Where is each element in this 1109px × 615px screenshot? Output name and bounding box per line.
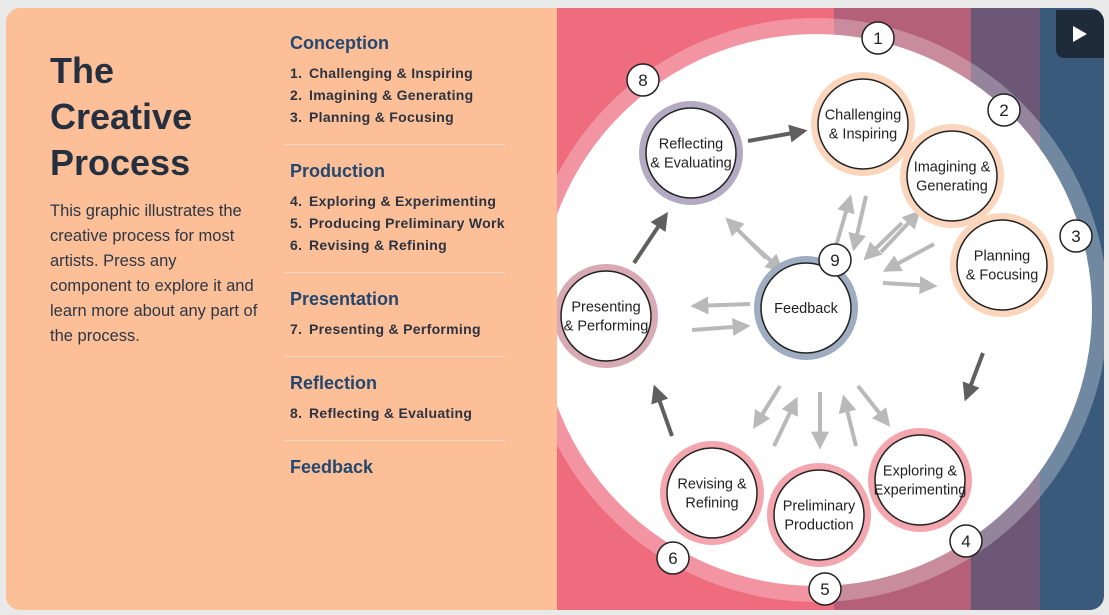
node-3[interactable]: Planning & Focusing [950,213,1054,317]
badge-number: 5 [820,580,829,599]
list-item[interactable]: 6.Revising & Refining [290,237,447,253]
feedback-arrow [690,296,751,315]
feedback-arrow [863,221,904,261]
node-label: & Inspiring [829,127,898,143]
node-8[interactable]: Reflecting & Evaluating [639,101,743,205]
node-7[interactable]: Presenting & Performing [557,264,658,368]
node-number-badge[interactable]: 2 [987,93,1021,127]
badge-number: 2 [999,101,1008,120]
section-heading[interactable]: Reflection [290,373,378,393]
process-arrow [962,352,985,402]
title-line: Process [50,142,191,183]
section-heading[interactable]: Production [290,161,385,181]
node-circle [906,130,998,222]
section-feedback: Feedback [284,456,506,502]
section-list: Conception 1.Challenging & Inspiring 2.I… [284,32,506,517]
list-item[interactable]: 2.Imagining & Generating [290,87,474,103]
feedback-arrow [834,194,855,247]
node-number-badge[interactable]: 5 [808,572,842,606]
node-number-badge[interactable]: 6 [656,541,690,575]
node-label: Presenting [571,300,640,316]
node-number-badge[interactable]: 1 [861,21,895,55]
badge-number: 1 [873,29,882,48]
node-label: Generating [916,179,988,195]
node-label: Reflecting [659,137,723,153]
section-presentation: Presentation 7.Presenting & Performing [284,288,506,357]
node-number-badge[interactable]: 8 [626,63,660,97]
feedback-arrow [882,242,935,272]
node-number-badge[interactable]: 4 [949,524,983,558]
list-item[interactable]: 4.Exploring & Experimenting [290,193,497,209]
node-label: Refining [685,496,738,512]
node-4[interactable]: Exploring & Experimenting [868,428,972,532]
feedback-arrow [879,210,921,254]
node-circle [560,270,652,362]
section-conception: Conception 1.Challenging & Inspiring 2.I… [284,32,506,145]
feedback-arrow [691,318,751,337]
node-1[interactable]: Challenging & Inspiring [811,72,915,176]
list-item[interactable]: 3.Planning & Focusing [290,109,454,125]
node-number-badge[interactable]: 3 [1059,219,1093,253]
list-item[interactable]: 5.Producing Preliminary Work [290,215,505,231]
node-circle [874,434,966,526]
node-label: & Performing [564,319,649,335]
feedback-arrow [882,276,938,295]
node-circle [956,219,1048,311]
node-9[interactable]: Feedback [754,256,858,360]
node-label: Production [784,518,853,534]
node-number-badge[interactable]: 9 [818,243,852,277]
section-production: Production 4.Exploring & Experimenting 5… [284,160,506,273]
section-heading[interactable]: Feedback [290,457,374,477]
process-arrow [747,124,808,143]
node-circle [760,262,852,354]
node-label: & Evaluating [650,156,731,172]
node-2[interactable]: Imagining & Generating [900,124,1004,228]
feedback-arrow [744,236,784,273]
section-heading[interactable]: Conception [290,33,389,53]
node-circle [773,469,865,561]
node-circle [666,447,758,539]
page-title: The Creative Process [50,48,192,186]
node-label: Planning [974,249,1030,265]
title-line: Creative [50,96,193,137]
badge-number: 9 [830,251,839,270]
node-label: Revising & [677,477,747,493]
description: This graphic illustrates the creative pr… [50,202,258,345]
process-arrow [651,384,674,437]
section-reflection: Reflection 8.Reflecting & Evaluating [284,372,506,441]
play-icon [1073,26,1087,42]
list-item[interactable]: 7.Presenting & Performing [290,321,481,337]
node-label: Exploring & [883,464,957,480]
title-line: The [50,50,115,91]
node-label: Preliminary [783,499,856,515]
node-label: & Focusing [966,268,1039,284]
node-label: Challenging [825,108,902,124]
creative-process-card: The Creative Process This graphic illust… [6,8,1104,610]
arrows [632,124,985,450]
node-circle [817,78,909,170]
list-item[interactable]: 1.Challenging & Inspiring [290,65,474,81]
node-circle [645,107,737,199]
process-arrow [632,212,668,265]
node-label: Experimenting [874,483,967,499]
feedback-arrow [856,384,891,427]
node-label: Imagining & [914,160,991,176]
badge-number: 4 [961,532,970,551]
badge-number: 8 [638,71,647,90]
section-heading[interactable]: Presentation [290,289,400,309]
feedback-arrow [848,195,868,252]
node-6[interactable]: Revising & Refining [660,441,764,545]
feedback-arrow [753,384,782,430]
badge-number: 6 [668,549,677,568]
play-button[interactable] [1056,10,1104,58]
badge-number: 3 [1071,227,1080,246]
feedback-arrow [838,394,858,447]
feedback-arrow [772,396,798,447]
list-item[interactable]: 8.Reflecting & Evaluating [290,405,473,421]
node-label: Feedback [774,301,838,317]
